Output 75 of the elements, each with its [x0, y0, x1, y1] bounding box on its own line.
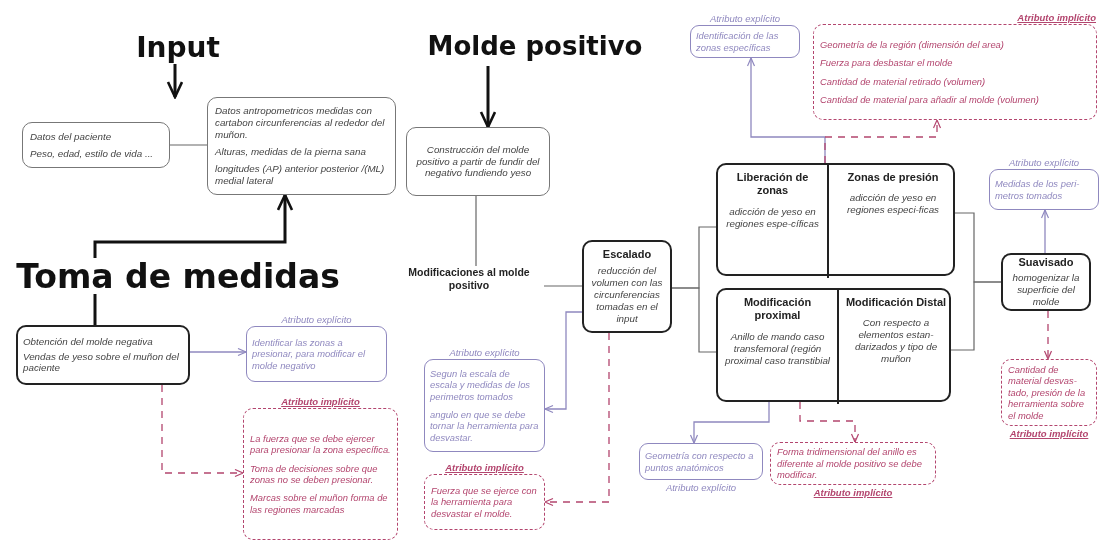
box-text: Datos del paciente [30, 130, 113, 143]
attribute-heading: Atributo implícito [445, 462, 524, 473]
box-title: Zonas de presión [847, 171, 939, 185]
box-title: Escalado [601, 248, 653, 262]
box-title: Modificación Distal [845, 296, 947, 310]
arrow [544, 332, 610, 507]
process-box [22, 122, 170, 168]
connector-line [950, 281, 1002, 351]
section-title: Toma de medidas [8, 258, 348, 294]
box-title: Modificación proximal [742, 296, 813, 323]
attribute-text: Identificación de las zonas específicas [696, 30, 780, 53]
arrow [544, 311, 583, 414]
process-box [207, 97, 396, 195]
box-text: reducción del volumen con las circunferencias tomadas en el input [590, 264, 664, 325]
attribute-heading: Atributo implícito [281, 396, 360, 407]
attribute-heading: Atributo implícito [813, 487, 893, 498]
attribute-text: Identificar las zonas a presionar, para modificar el molde negativo [252, 336, 367, 372]
attribute-text: Geometría de la región (dimensión del area) [820, 38, 1005, 51]
arrow [189, 347, 247, 357]
process-box [406, 127, 550, 196]
attribute-text: angulo en que se debe tornar la herramienta para desvastar. [430, 409, 539, 444]
section-title: Input [118, 32, 238, 64]
arrow [479, 66, 497, 129]
attribute-heading: Atributo implícito [1009, 428, 1089, 439]
connector-line [93, 294, 97, 325]
box-text: homogenizar la superficie del molde [1011, 272, 1081, 309]
attribute-heading: Atributo explícito [709, 13, 781, 24]
arrow [161, 384, 244, 478]
attribute-text: Segun la escala de escala y medidas de los perimetros tomados [430, 367, 532, 402]
attribute-text: Cantidad de material retirado (volumen) [820, 75, 987, 87]
box-text: Datos antropometricos medidas con cartabon circunferencias al rededor del muñon. [215, 105, 386, 141]
step-box [16, 325, 190, 385]
box-text: Vendas de yeso sobre el muñon del paciente [23, 350, 180, 375]
group-box [716, 288, 951, 402]
attribute-text: Fuerza que se ejerce con la herramienta para desvastar el molde. [431, 484, 538, 520]
box-text: adicción de yeso en regiones espe-cíficas [725, 205, 820, 230]
box-text: Alturas, medidas de la pierna sana [215, 146, 367, 158]
attribute-heading: Atributo explícito [449, 347, 520, 358]
connector-line [169, 144, 208, 146]
attribute-heading: Atributo explícito [665, 482, 737, 493]
attribute-text: Toma de decisiones sobre que zonas no se deben presionar. [250, 462, 379, 486]
box-title: Suavisado [1017, 255, 1075, 270]
arrow [166, 64, 184, 99]
arrow [799, 401, 860, 443]
attribute-heading: Atributo explícito [281, 314, 352, 325]
arrow [824, 119, 942, 164]
attribute-text: Geometría con respecto a puntos anatómicos [645, 450, 755, 473]
box-title: Liberación de zonas [735, 171, 810, 198]
group-box [716, 163, 955, 276]
connector-line [475, 195, 477, 267]
attribute-heading: Atributo explícito [1008, 157, 1080, 168]
connector-line [543, 285, 583, 287]
box-text: adicción de yeso en regiones especi-ficas [846, 192, 940, 217]
attribute-text: La fuerza que se debe ejercer para presionar la zona específica. [250, 432, 391, 456]
box-text: Construcción del molde positivo a partir de fundir del negativo fundiendo yeso [415, 143, 541, 180]
attribute-text: Marcas sobre el muñon forma de las regiones marcadas [250, 492, 389, 516]
box-text: Con respecto a elementos estan-darizados y tipo de muñon [853, 317, 939, 366]
section-title: Molde positivo [415, 32, 655, 66]
attribute-heading: Atributo implícito [1017, 12, 1096, 23]
arrow [1043, 310, 1053, 360]
attribute-text: Forma tridimensional del anillo es diferente al molde positivo se debe modificar. [777, 446, 923, 481]
attribute-text: Cantidad de material para añadir al molde (volumen) [820, 93, 1040, 106]
attribute-text: Fuerza para desbastar el molde [820, 57, 954, 69]
box-text: Peso, edad, estilo de vida ... [30, 147, 155, 160]
arrow [1040, 209, 1050, 254]
arrow [689, 401, 770, 444]
attribute-text: Medidas de los peri-metros tomados [995, 178, 1081, 201]
box-text: Obtención del molde negativa [23, 335, 154, 348]
arrow [93, 193, 294, 258]
attribute-text: Cantidad de material desvas-tado, presión de la herramienta sobre el molde [1008, 363, 1087, 422]
connector-line [671, 287, 717, 353]
step-box [582, 240, 672, 333]
box-text: Anillo de mando caso transfemoral (región proximal caso transtibial [724, 330, 831, 367]
box-text: longitudes (AP) anterior posterior /(ML) medial lateral [215, 162, 386, 187]
step-box [1001, 253, 1091, 311]
